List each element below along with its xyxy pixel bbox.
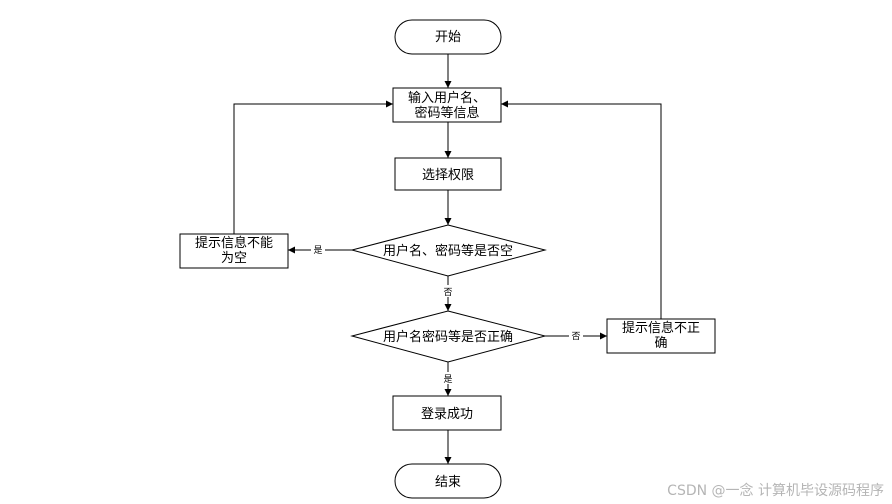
prompt-incorrect-label-line1: 提示信息不正 [622, 320, 700, 336]
success-label: 登录成功 [421, 407, 473, 422]
check-empty-decision: 用户名、密码等是否空 [350, 224, 547, 277]
edge-prompt-empty-to-input [233, 100, 393, 234]
check-empty-label: 用户名、密码等是否空 [383, 243, 513, 259]
edge-correct-yes-label: 是 [443, 374, 452, 385]
check-correct-decision: 用户名密码等是否正确 [350, 310, 547, 363]
prompt-incorrect-node: 提示信息不正 确 [606, 318, 716, 354]
edge-correct-no-label: 否 [571, 331, 580, 342]
success-node: 登录成功 [392, 395, 502, 431]
watermark: CSDN @一念 计算机毕设源码程序 [667, 483, 884, 499]
edge-correct-yes-label-bg [441, 372, 455, 384]
prompt-incorrect-label-line2: 确 [654, 336, 667, 351]
prompt-empty-node: 提示信息不能 为空 [179, 233, 289, 269]
edge-empty-yes-label: 是 [313, 245, 322, 256]
start-node: 开始 [394, 19, 502, 55]
input-label-line1: 输入用户名、 [408, 90, 486, 106]
edge-empty-no-label: 否 [443, 287, 452, 298]
edge-correct-no-label-bg [569, 329, 583, 341]
input-label-line2: 密码等信息 [414, 105, 479, 121]
select-permission-label: 选择权限 [422, 167, 474, 183]
edge-empty-no-label-bg [441, 285, 455, 297]
edge-prompt-incorrect-to-input [501, 100, 662, 319]
start-label: 开始 [435, 30, 461, 45]
input-node: 输入用户名、 密码等信息 [392, 87, 502, 123]
edge-empty-yes-label-bg [311, 243, 325, 255]
select-permission-node: 选择权限 [394, 157, 502, 191]
check-correct-label: 用户名密码等是否正确 [383, 329, 513, 345]
end-node: 结束 [394, 463, 502, 499]
prompt-empty-label-line1: 提示信息不能 [195, 235, 273, 251]
prompt-empty-label-line2: 为空 [221, 251, 247, 266]
end-label: 结束 [435, 475, 461, 490]
